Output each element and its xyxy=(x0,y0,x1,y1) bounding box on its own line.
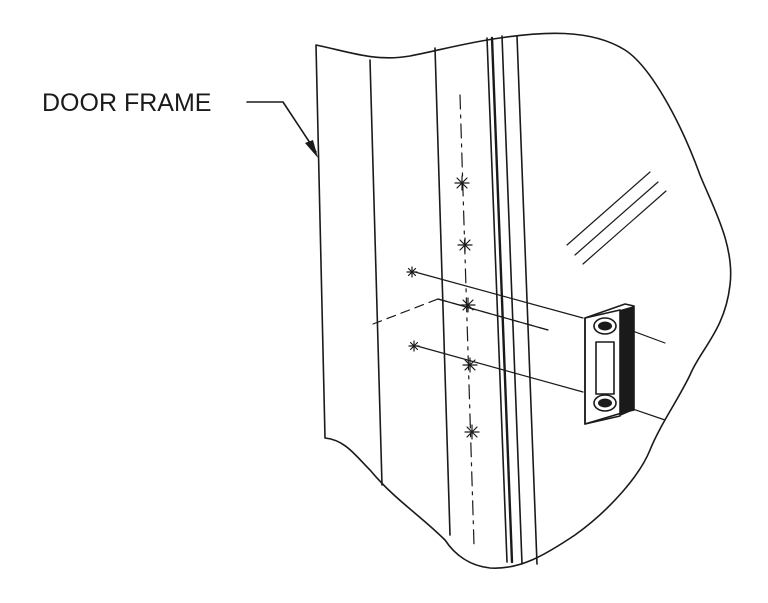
frame-outline xyxy=(315,32,732,569)
alignment-lines xyxy=(372,271,666,421)
frame-vertical-lines xyxy=(369,35,538,565)
screw-marker-5 xyxy=(464,424,480,440)
screw-marker-2 xyxy=(457,237,473,253)
glass-reflection-lines xyxy=(566,171,667,265)
strike-screw-hole-top xyxy=(593,317,617,335)
screw-marker-3 xyxy=(460,297,476,313)
screw-marker-1 xyxy=(454,175,470,191)
frame-centerline xyxy=(459,94,475,546)
strike-plate xyxy=(584,303,635,425)
strike-screw-hole-bottom xyxy=(593,394,617,412)
door-frame-leader xyxy=(246,101,318,158)
hole-marker-lower xyxy=(408,340,420,352)
door-frame-label: DOOR FRAME xyxy=(42,89,211,117)
